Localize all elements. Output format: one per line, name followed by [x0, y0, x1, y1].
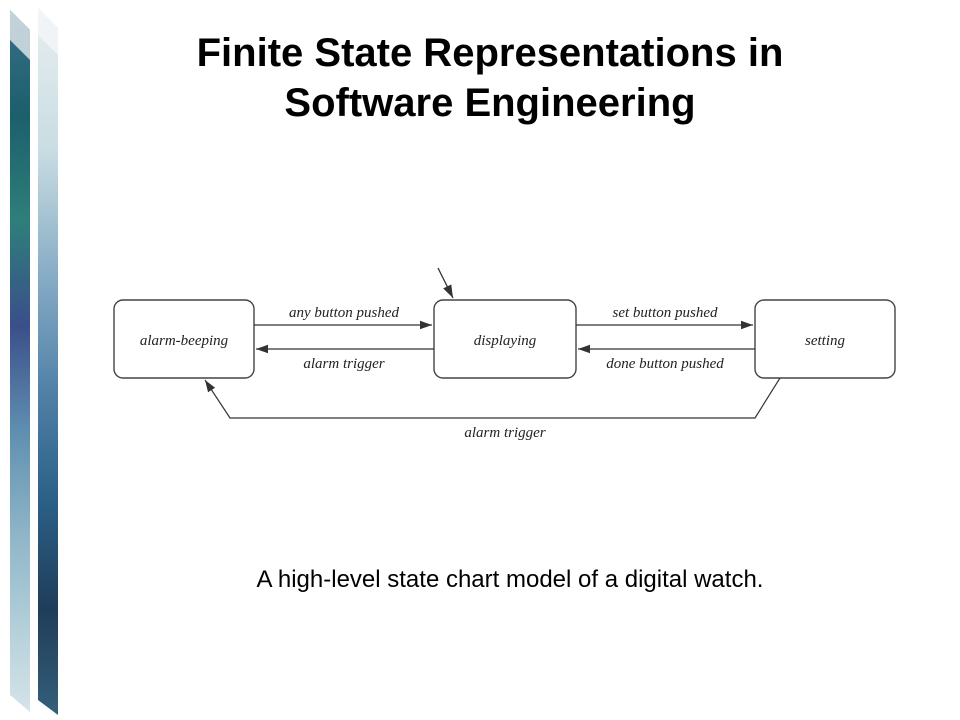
state-alarm-beeping-label: alarm-beeping	[140, 333, 229, 349]
transition-set-button-label: set button pushed	[613, 305, 718, 321]
slide-title-line2: Software Engineering	[284, 81, 696, 125]
state-setting-label: setting	[805, 333, 845, 349]
figure-caption: A high-level state chart model of a digi…	[256, 566, 764, 593]
state-alarm-beeping	[113, 299, 255, 379]
transition-any-button-label: any button pushed	[289, 305, 399, 321]
transition-alarm-trigger-loop-label: alarm trigger	[464, 425, 545, 441]
initial-state-arrow	[437, 267, 454, 299]
slide-title-line1: Finite State Representations in	[196, 31, 784, 75]
slide-title: Finite State Representations in Software…	[120, 28, 860, 128]
transition-done-button-label: done button pushed	[606, 356, 724, 372]
state-displaying	[433, 299, 577, 379]
state-setting	[754, 299, 896, 379]
decorative-ribbon	[10, 8, 58, 715]
transition-alarm-trigger-loop-arrow	[204, 377, 781, 419]
state-displaying-label: displaying	[474, 333, 537, 349]
transition-alarm-trigger-label: alarm trigger	[303, 356, 384, 372]
